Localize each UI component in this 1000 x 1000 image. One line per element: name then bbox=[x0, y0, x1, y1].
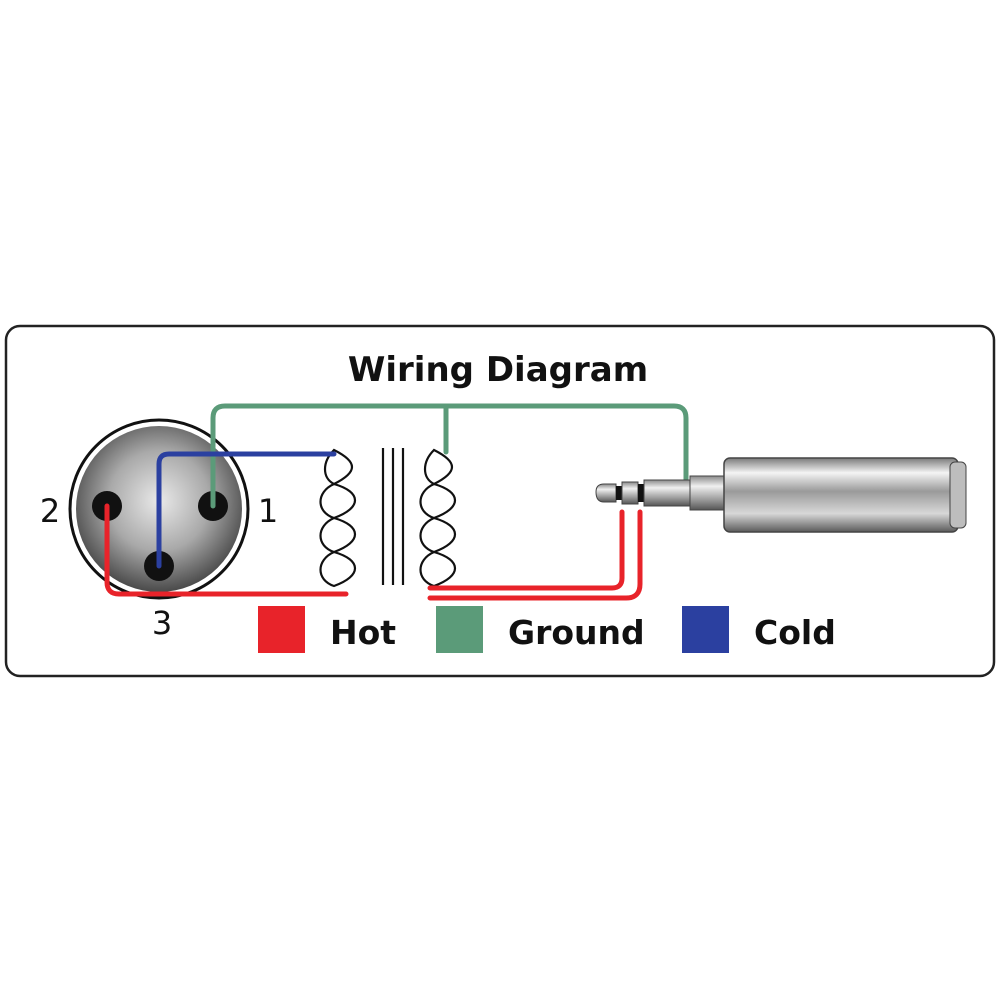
pin-label-3: 3 bbox=[152, 604, 172, 642]
legend-label-cold: Cold bbox=[754, 613, 836, 652]
cold-wire bbox=[156, 451, 337, 569]
wires bbox=[104, 403, 689, 601]
trs-jack bbox=[595, 457, 967, 533]
legend-swatch-hot bbox=[258, 606, 305, 653]
diagram-frame bbox=[4, 324, 996, 678]
diagram-title: Wiring Diagram bbox=[348, 350, 648, 390]
legend-label-hot: Hot bbox=[330, 613, 396, 652]
legend: Hot Ground Cold bbox=[258, 606, 836, 653]
pin-label-1: 1 bbox=[258, 492, 278, 530]
legend-swatch-cold bbox=[682, 606, 729, 653]
hot-wire-primary bbox=[104, 503, 349, 597]
pin-label-2: 2 bbox=[40, 492, 60, 530]
ground-wire bbox=[210, 403, 689, 509]
hot-wire-secondary-a bbox=[427, 509, 625, 591]
legend-label-ground: Ground bbox=[508, 613, 645, 652]
hot-wire-secondary-b bbox=[427, 509, 643, 601]
legend-swatch-ground bbox=[436, 606, 483, 653]
